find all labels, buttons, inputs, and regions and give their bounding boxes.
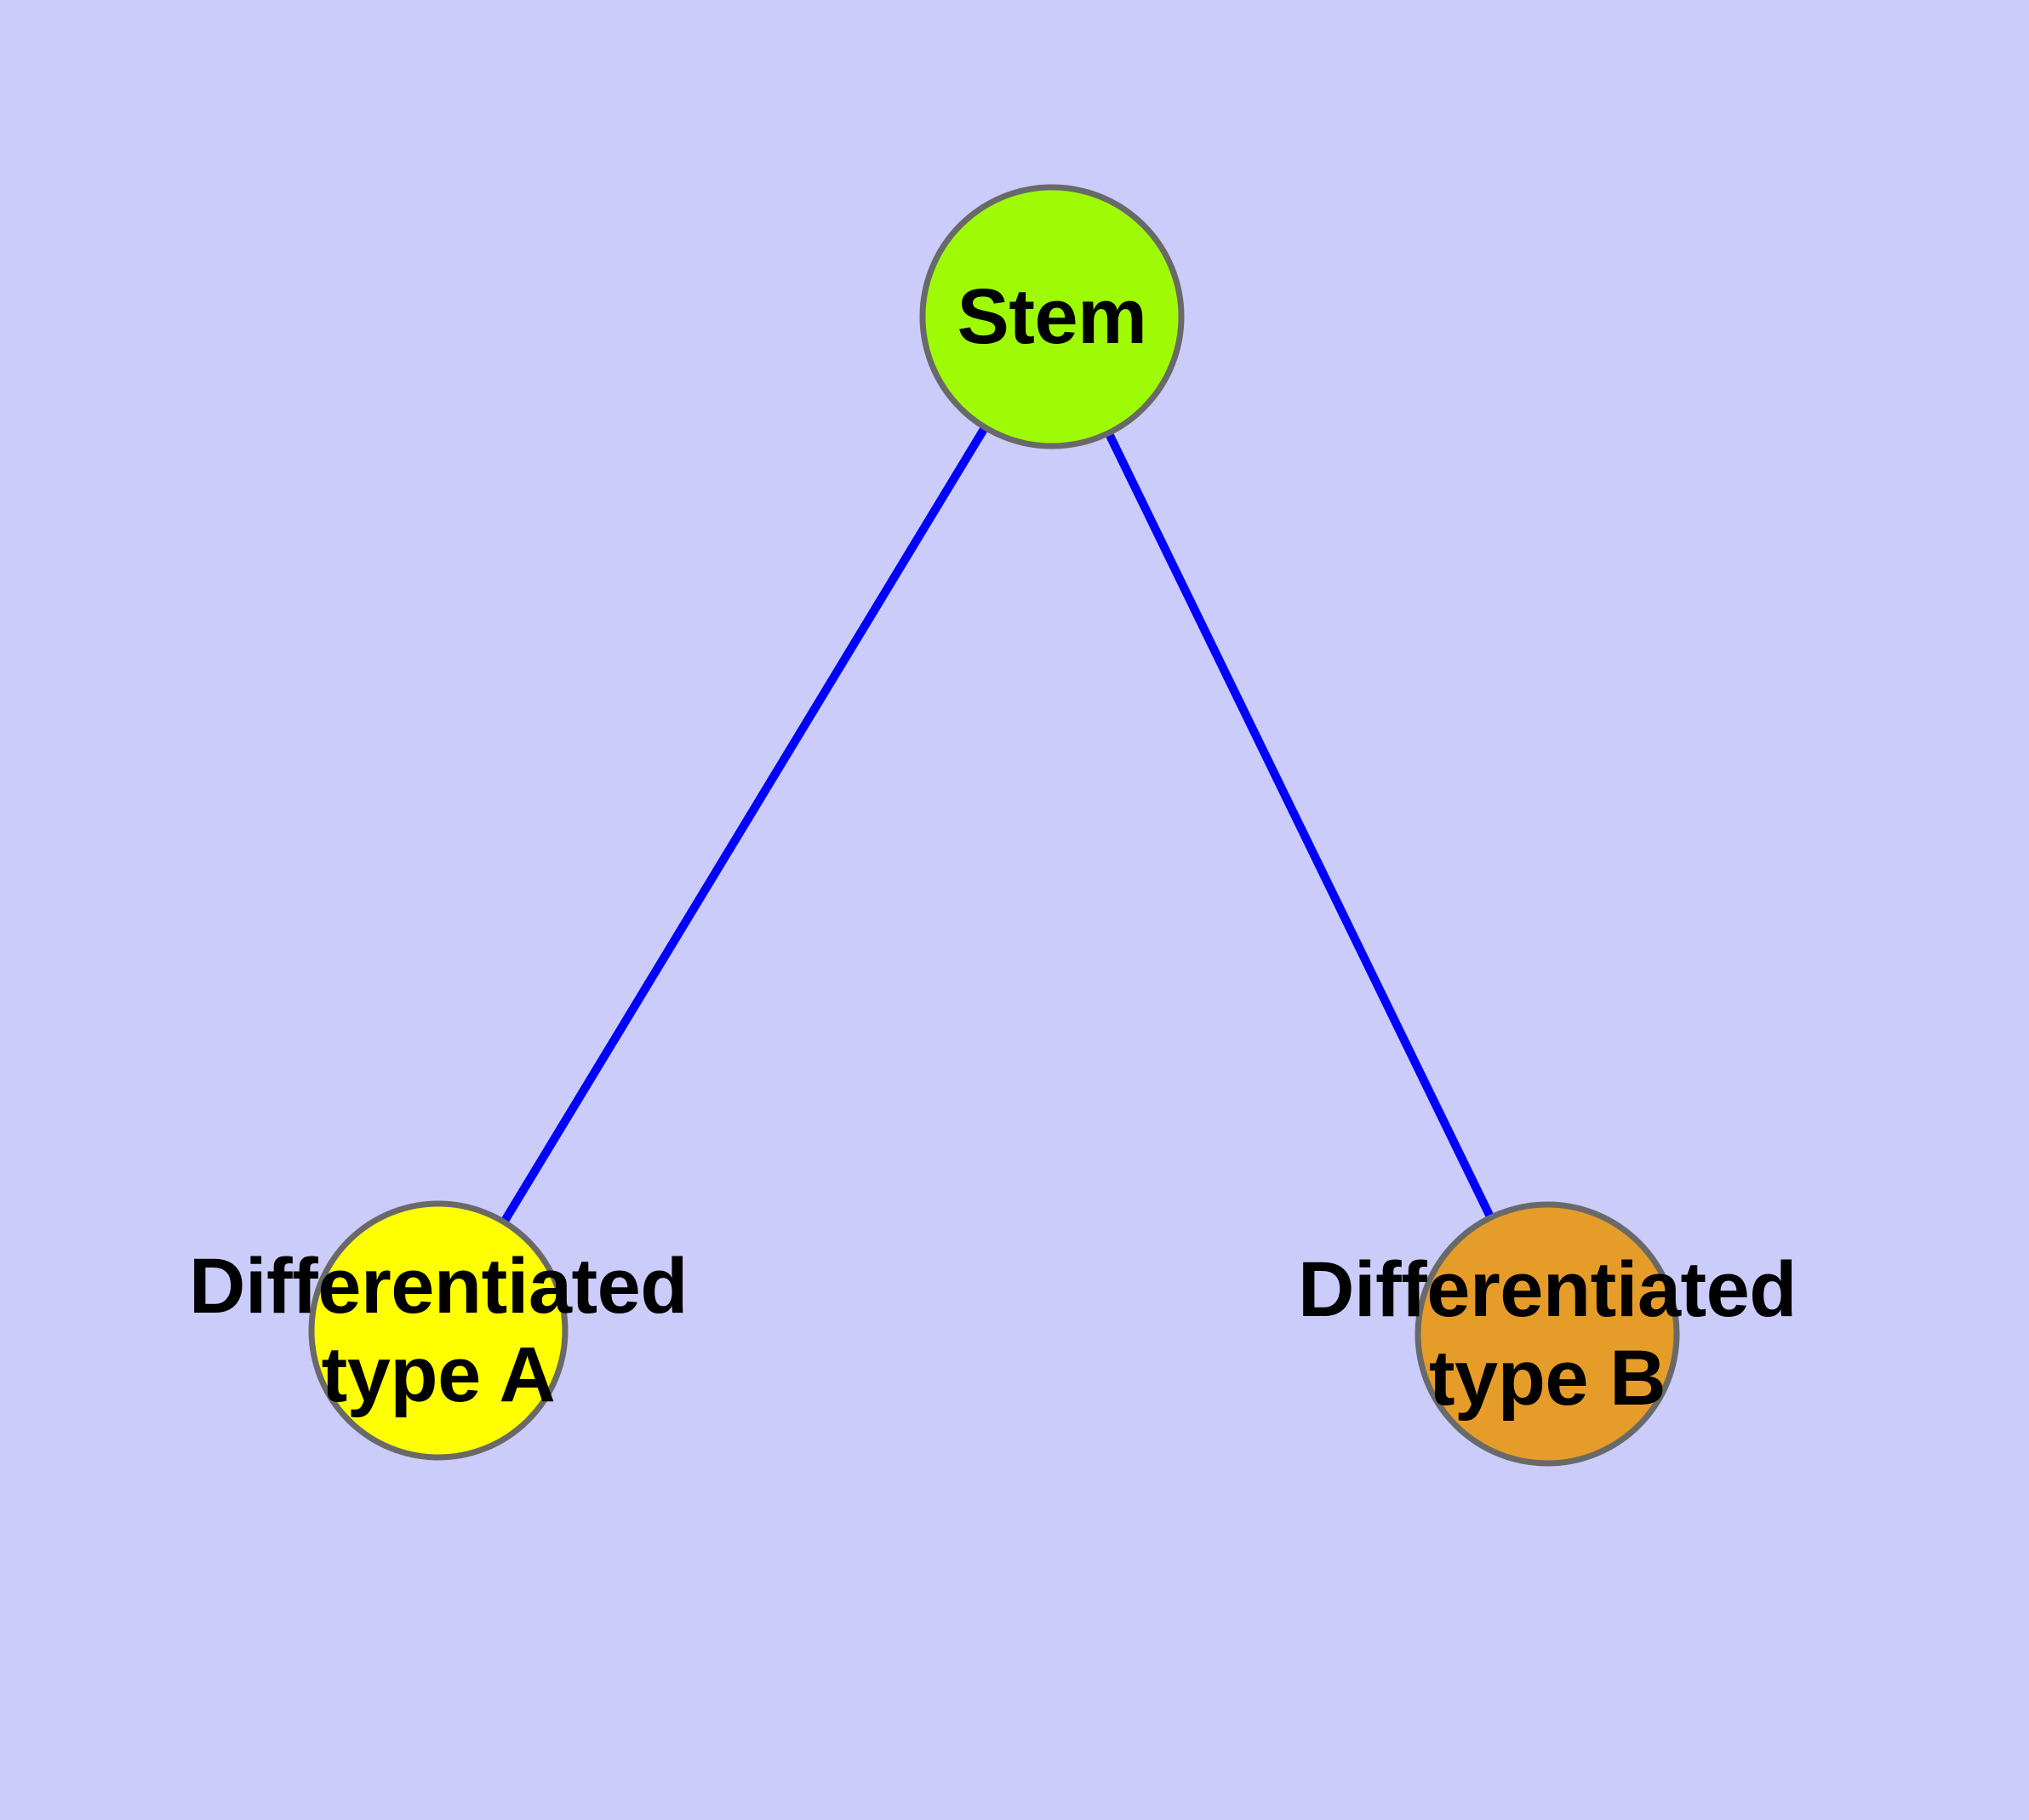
edges-layer — [501, 427, 1494, 1222]
node-differentiated-type-a[interactable] — [308, 1200, 569, 1461]
nodes-layer — [308, 184, 1680, 1467]
node-differentiated-type-b[interactable] — [1415, 1201, 1680, 1467]
edge-stem-to-differentiated-b[interactable] — [1106, 433, 1494, 1217]
edge-stem-to-differentiated-a[interactable] — [501, 427, 988, 1222]
node-stem[interactable] — [919, 184, 1185, 449]
